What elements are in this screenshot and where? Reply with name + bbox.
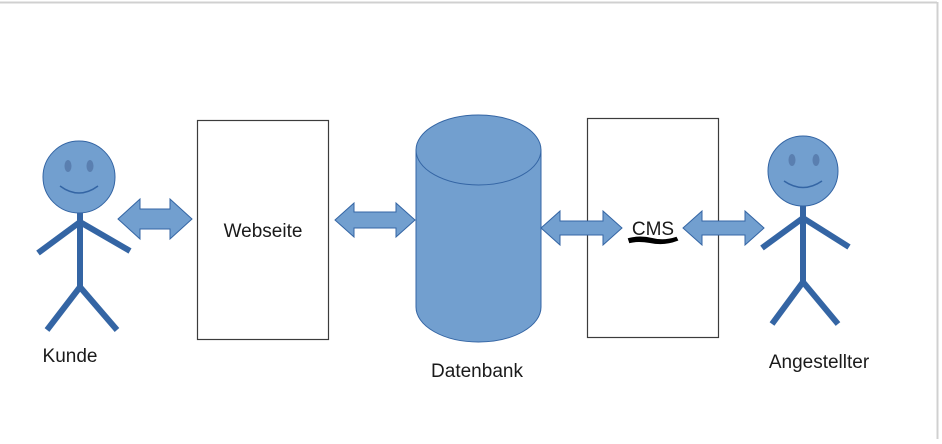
cylinder-top [415,114,542,186]
head [767,135,839,207]
stick-figure-icon [760,135,851,326]
eye-right [812,154,820,166]
leg-right [800,280,841,326]
bidirectional-arrow-cms-angestellter[interactable] [682,209,765,247]
eye-right [86,160,94,172]
eye-left [788,154,796,166]
bidirectional-arrow-webseite-datenbank[interactable] [334,201,416,239]
head [42,140,116,214]
database-cylinder-icon [415,114,542,343]
node-label-webseite: Webseite [224,221,303,242]
bidirectional-arrow-datenbank-cms[interactable] [540,209,623,247]
actor-label-angestellter: Angestellter [769,352,870,373]
arm-right [78,219,132,254]
cms-scribble-underline [627,236,679,245]
arm-right [801,215,851,250]
leg-left [44,285,83,332]
node-label-datenbank: Datenbank [431,361,523,382]
smile [59,185,99,194]
bidirectional-arrow-kunde-webseite[interactable] [117,197,193,241]
node-webseite[interactable]: Webseite [196,119,330,341]
arm-left [36,219,82,256]
stick-figure-icon [36,140,132,332]
webseite-box [196,119,330,341]
actor-angestellter[interactable]: Angestellter [760,135,870,373]
leg-right [77,285,120,332]
cylinder-body [415,149,542,343]
cms-label-group: CMS [627,219,679,245]
node-datenbank[interactable]: Datenbank [415,114,542,382]
eye-left [64,160,72,172]
actor-label-kunde: Kunde [43,346,98,367]
arm-left [760,215,805,251]
leg-left [769,280,806,326]
actor-kunde[interactable]: Kunde [36,140,132,367]
node-label-cms: CMS [632,219,674,240]
smile [783,180,823,189]
